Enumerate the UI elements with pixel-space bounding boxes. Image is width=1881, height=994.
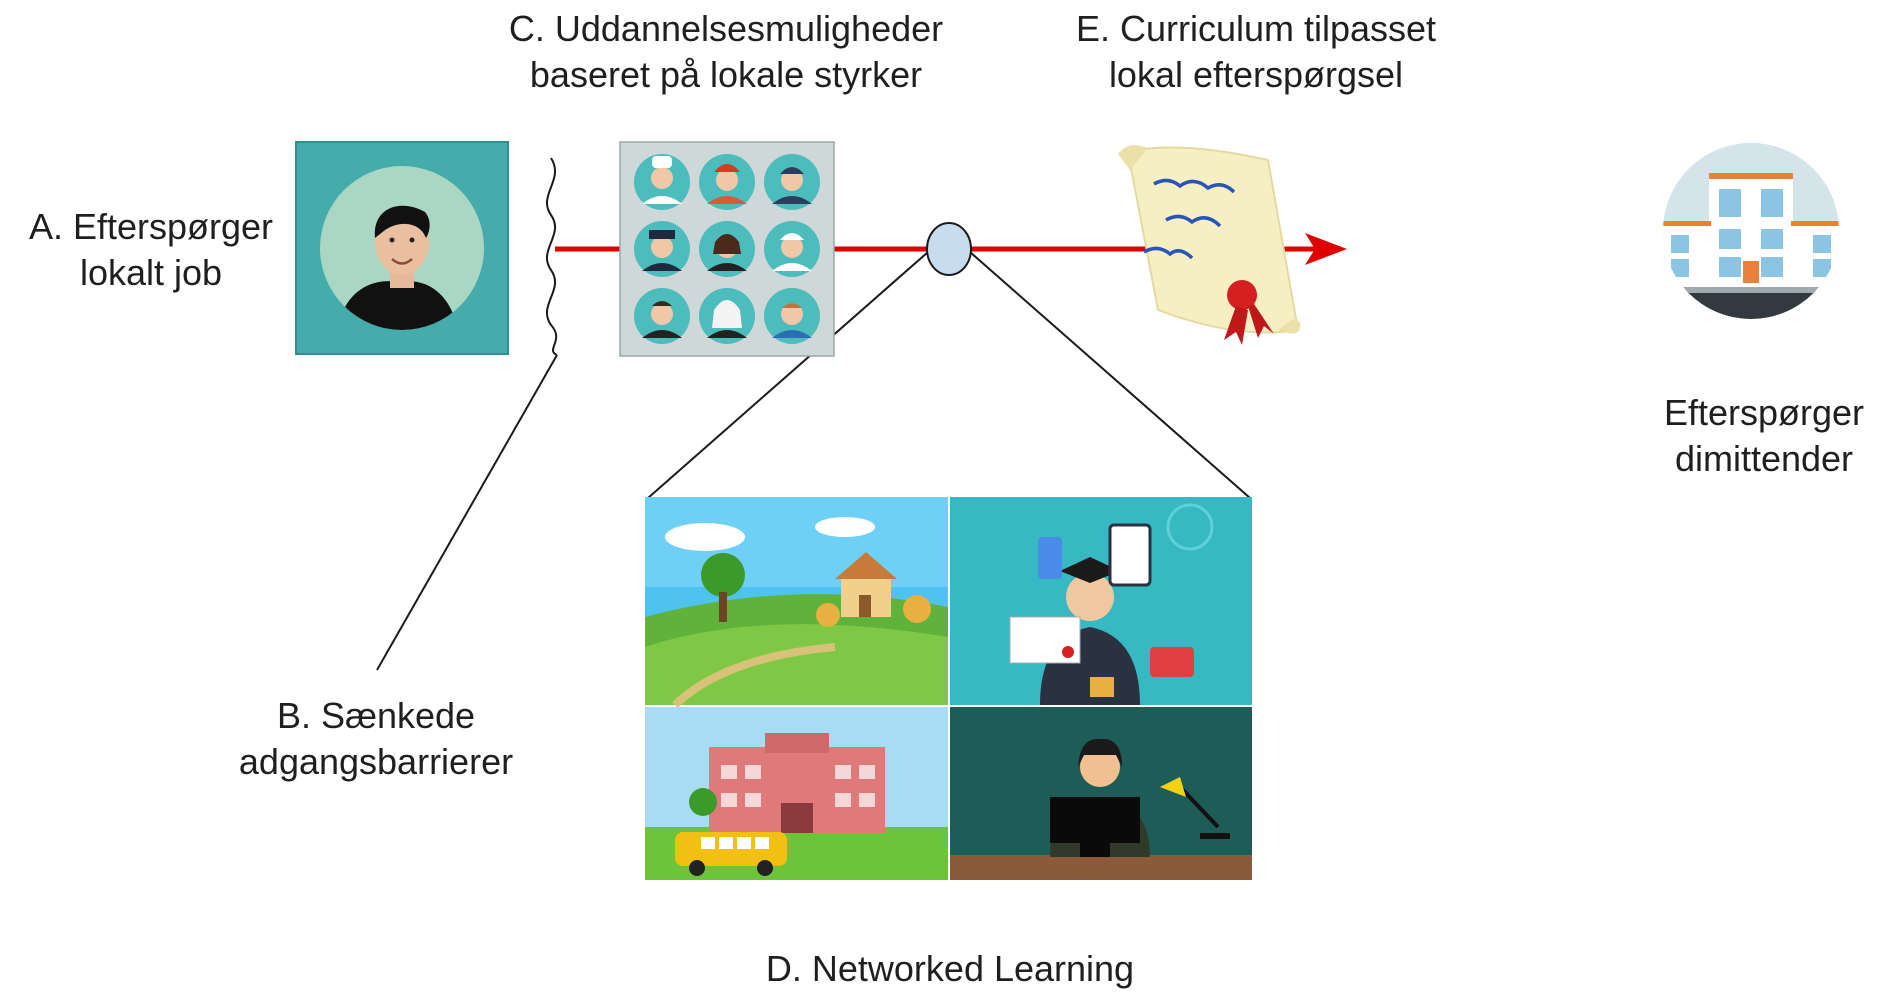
profession-avatar-icon bbox=[764, 221, 820, 277]
teacher-computer-image bbox=[950, 707, 1252, 880]
label-d: D. Networked Learning bbox=[765, 948, 1135, 989]
label-e: E. Curriculum tilpasset lokal efterspørg… bbox=[1036, 6, 1476, 98]
school-bus-image bbox=[645, 707, 948, 880]
profession-avatar-icon bbox=[699, 154, 755, 210]
professions-grid-image bbox=[619, 141, 835, 357]
profession-avatar-icon bbox=[634, 221, 690, 277]
label-e-line1: E. Curriculum tilpasset bbox=[1075, 8, 1437, 49]
label-b-line1: B. Sænkede bbox=[276, 695, 476, 736]
profession-avatar-icon bbox=[764, 288, 820, 344]
zoom-line-left bbox=[647, 251, 929, 499]
pathway-arrowhead bbox=[1305, 233, 1347, 265]
label-a: A. Efterspørger lokalt job bbox=[14, 204, 288, 296]
label-graduates: Efterspørger dimittender bbox=[1648, 390, 1880, 482]
zoom-line-right bbox=[969, 251, 1251, 499]
label-c: C. Uddannelsesmuligheder baseret på loka… bbox=[456, 6, 996, 98]
networked-learning-images bbox=[645, 497, 1252, 880]
label-b: B. Sænkede adgangsbarrierer bbox=[196, 693, 556, 785]
networked-learning-node bbox=[926, 222, 972, 276]
diploma-scroll-icon bbox=[1118, 145, 1301, 345]
label-graduates-line2: dimittender bbox=[1674, 438, 1854, 479]
barrier-connector-line bbox=[376, 354, 558, 671]
profession-avatar-icon bbox=[699, 221, 755, 277]
label-a-line1: A. Efterspørger bbox=[28, 206, 274, 247]
label-a-line2: lokalt job bbox=[79, 252, 223, 293]
graduate-technology-image bbox=[950, 497, 1252, 705]
barrier-wavy-line bbox=[545, 157, 558, 356]
label-graduates-line1: Efterspørger bbox=[1663, 392, 1865, 433]
profession-avatar-icon bbox=[634, 288, 690, 344]
graduate-building-icon bbox=[1663, 143, 1839, 319]
countryside-house-image bbox=[645, 497, 948, 708]
label-c-line1: C. Uddannelsesmuligheder bbox=[508, 8, 944, 49]
profession-avatar-icon bbox=[634, 154, 690, 210]
label-e-line2: lokal efterspørgsel bbox=[1108, 54, 1404, 95]
job-seeker-avatar-icon bbox=[295, 141, 509, 355]
profession-avatar-icon bbox=[699, 288, 755, 344]
label-b-line2: adgangsbarrierer bbox=[238, 741, 514, 782]
profession-avatar-icon bbox=[764, 154, 820, 210]
label-c-line2: baseret på lokale styrker bbox=[529, 54, 923, 95]
